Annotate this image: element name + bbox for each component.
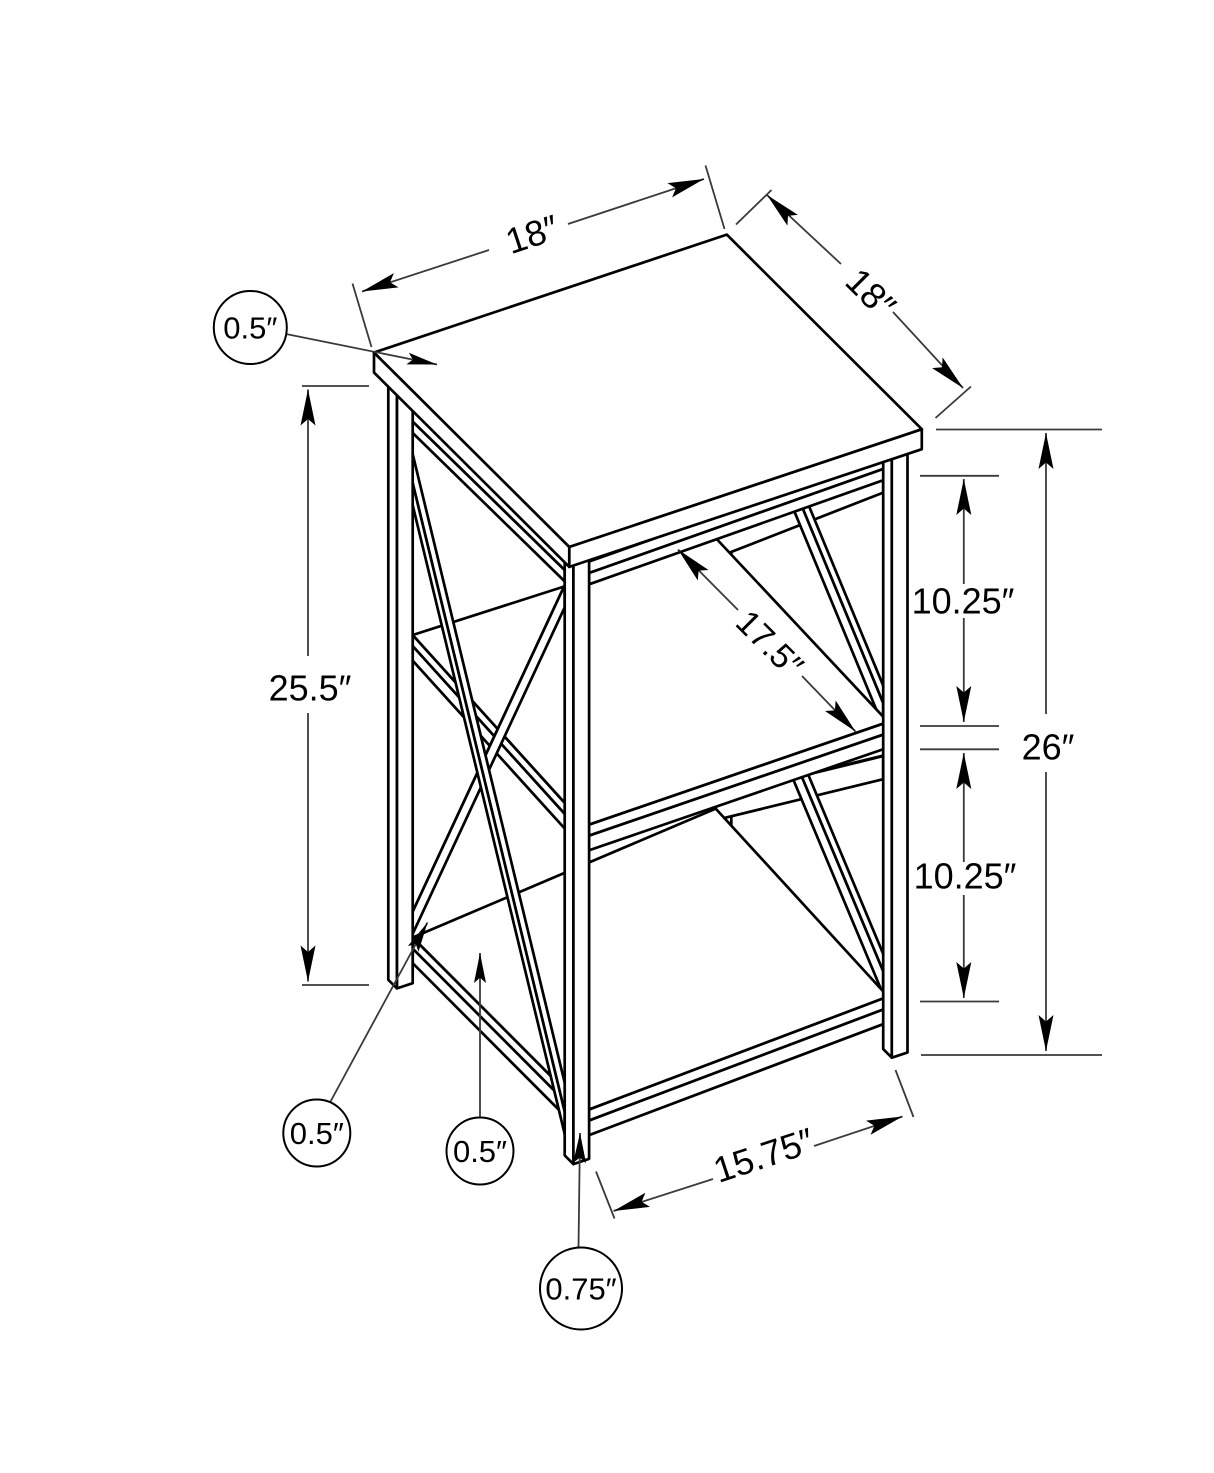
svg-text:0.5″: 0.5″	[223, 310, 277, 345]
svg-text:0.5″: 0.5″	[290, 1116, 344, 1151]
svg-text:10.25″: 10.25″	[912, 581, 1015, 622]
svg-text:0.75″: 0.75″	[545, 1271, 616, 1306]
svg-text:25.5″: 25.5″	[269, 668, 352, 709]
svg-text:10.25″: 10.25″	[914, 856, 1017, 897]
svg-text:0.5″: 0.5″	[453, 1134, 507, 1169]
svg-text:26″: 26″	[1022, 727, 1075, 768]
